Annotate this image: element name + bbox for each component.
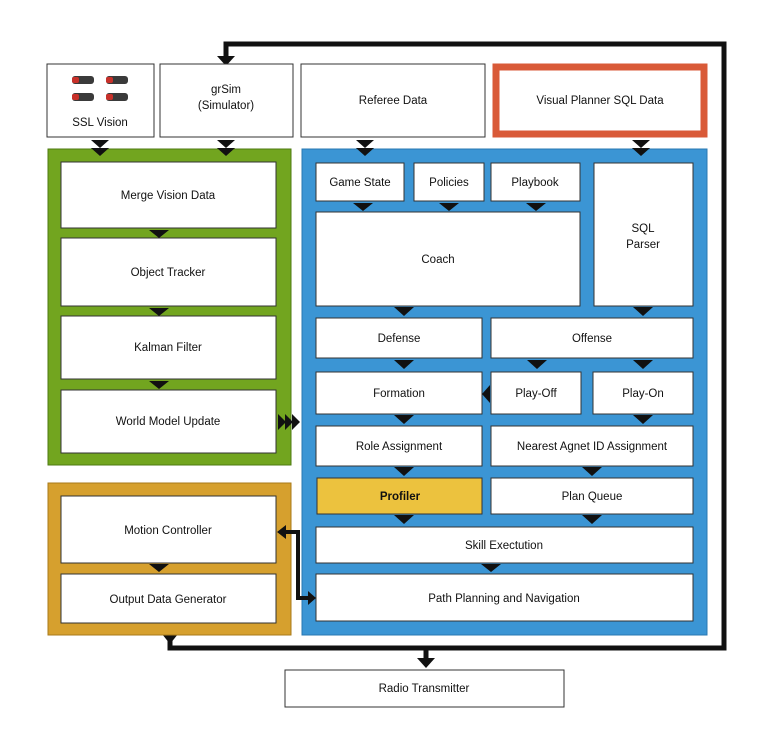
output-column: Motion Controller Output Data Generator — [60, 495, 277, 624]
playbook-to-coach-arrow — [526, 203, 546, 211]
coach-label: Coach — [421, 254, 454, 266]
ai-column: Game State Policies Playbook SQL Parser … — [315, 162, 694, 622]
radio-transmitter-label: Radio Transmitter — [379, 683, 470, 695]
referee-data-label: Referee Data — [359, 95, 428, 107]
referee-chevron — [356, 140, 374, 156]
play-off-box — [490, 371, 582, 415]
ssl-vision-label: SSL Vision — [72, 117, 128, 129]
playbook-box — [490, 162, 581, 202]
play-off-label: Play-Off — [515, 388, 557, 400]
playbook-label: Playbook — [511, 177, 559, 189]
formation-label: Formation — [373, 388, 425, 400]
formation-to-role-arrow — [394, 415, 414, 424]
output-data-generator-label: Output Data Generator — [110, 594, 227, 606]
sql-parser-sublabel: Parser — [626, 239, 660, 251]
role-to-profiler-arrow — [394, 467, 414, 476]
play-on-box — [592, 371, 694, 415]
defense-to-formation-arrow — [394, 360, 414, 369]
plan-queue-box — [490, 477, 694, 515]
object-tracker-label: Object Tracker — [131, 267, 206, 279]
motion-to-output-arrow — [149, 564, 169, 572]
nearest-agent-box — [490, 425, 694, 467]
offense-label: Offense — [572, 333, 612, 345]
world-model-column: Merge Vision Data Object Tracker Kalman … — [60, 161, 277, 454]
grsim-sublabel: (Simulator) — [198, 100, 254, 112]
defense-label: Defense — [378, 333, 421, 345]
plan-queue-label: Plan Queue — [562, 491, 623, 503]
kalman-filter-box — [60, 315, 277, 380]
profiler-label: Profiler — [380, 491, 421, 503]
object-tracker-box — [60, 237, 277, 307]
offense-to-playon-arrow — [633, 360, 653, 369]
visual-planner-box — [492, 63, 708, 138]
skill-execution-box — [315, 526, 694, 564]
visual-planner-chevron — [632, 140, 650, 156]
planqueue-to-skill-arrow — [582, 515, 602, 524]
feedback-line — [167, 41, 727, 651]
merge-to-tracker-arrow — [149, 230, 169, 238]
gamestate-to-coach-arrow — [353, 203, 373, 211]
output-data-generator-box — [60, 573, 277, 624]
radio-arrowhead — [417, 658, 435, 668]
path-to-motion-arrowhead — [277, 525, 286, 539]
role-assignment-label: Role Assignment — [356, 441, 443, 453]
tracker-to-kalman-arrow — [149, 308, 169, 316]
visual-planner-label: Visual Planner SQL Data — [536, 95, 664, 107]
play-on-label: Play-On — [622, 388, 664, 400]
sql-to-offense-arrow — [633, 307, 653, 316]
kalman-filter-label: Kalman Filter — [134, 342, 202, 354]
path-planning-box — [315, 573, 694, 622]
offense-box — [490, 317, 694, 359]
referee-data-box — [300, 63, 486, 138]
policies-to-coach-arrow — [439, 203, 459, 211]
coach-to-defense-arrow — [394, 307, 414, 316]
profiler-to-skill-arrow — [394, 515, 414, 524]
grsim-label: grSim — [211, 84, 241, 96]
world-model-update-box — [60, 389, 277, 454]
profiler-box — [316, 477, 483, 515]
role-assignment-box — [315, 425, 483, 467]
path-planning-label: Path Planning and Navigation — [428, 593, 580, 605]
motion-controller-box — [60, 495, 277, 564]
grsim-box — [159, 63, 294, 138]
input-chevrons — [91, 140, 650, 156]
merge-vision-box — [60, 161, 277, 229]
game-state-label: Game State — [329, 177, 390, 189]
feedback-arrowhead — [217, 56, 235, 66]
nearest-agent-label: Nearest Agnet ID Assignment — [517, 441, 668, 453]
ssl-vision-chevron — [91, 140, 109, 156]
playon-to-nearest-arrow — [633, 415, 653, 424]
sql-parser-label: SQL — [631, 223, 655, 235]
sql-parser-box — [593, 162, 694, 307]
motion-controller-label: Motion Controller — [124, 525, 212, 537]
output-arrowhead — [162, 634, 178, 644]
input-sources: SSL Vision grSim (Simulator) Referee Dat… — [46, 63, 708, 138]
ssl-vision-box — [46, 63, 155, 138]
ssl-vision-camera-icon — [72, 76, 128, 101]
nearest-to-planqueue-arrow — [582, 467, 602, 476]
skill-to-path-arrow — [481, 564, 501, 572]
grsim-chevron — [217, 140, 235, 156]
path-to-motion-tail — [308, 591, 316, 605]
policies-box — [413, 162, 485, 202]
formation-box — [315, 371, 483, 415]
skill-execution-label: Skill Exectution — [465, 540, 543, 552]
worldmodel-to-ai-arrow — [278, 414, 300, 430]
path-to-motion-line — [284, 530, 313, 600]
defense-box — [315, 317, 483, 359]
flow-triangles — [149, 203, 653, 572]
kalman-to-update-arrow — [149, 381, 169, 389]
coach-box — [315, 211, 581, 307]
policies-label: Policies — [429, 177, 469, 189]
world-model-update-label: World Model Update — [116, 416, 221, 428]
radio-transmitter-box — [284, 669, 565, 708]
merge-vision-label: Merge Vision Data — [121, 190, 216, 202]
playoff-to-formation-arrow — [482, 385, 490, 403]
offense-to-playoff-arrow — [527, 360, 547, 369]
game-state-box — [315, 162, 405, 202]
